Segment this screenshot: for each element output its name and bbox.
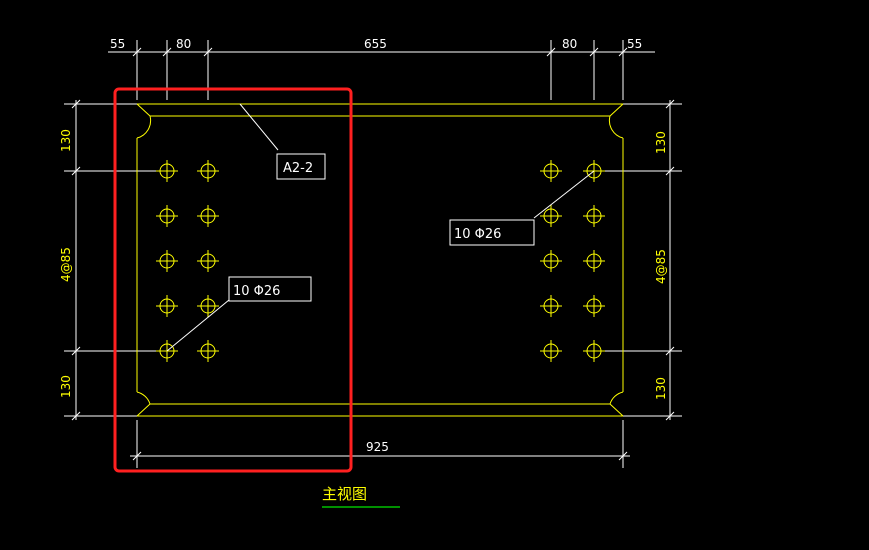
bolt-hole[interactable] bbox=[156, 295, 178, 317]
label-section-text: A2-2 bbox=[283, 161, 313, 176]
dim-bottom-total: 925 bbox=[366, 440, 389, 454]
bolt-hole[interactable] bbox=[197, 340, 219, 362]
label-bolt-right-box[interactable]: 10 Φ26 bbox=[449, 219, 535, 246]
bolt-hole[interactable] bbox=[197, 250, 219, 272]
label-bolt-right-text: 10 Φ26 bbox=[454, 227, 501, 242]
bolt-hole[interactable] bbox=[540, 340, 562, 362]
bolt-hole[interactable] bbox=[540, 250, 562, 272]
dim-left-bottom: 130 bbox=[59, 375, 73, 398]
bolt-hole[interactable] bbox=[540, 295, 562, 317]
dim-left-top: 130 bbox=[59, 129, 73, 152]
dim-right-top: 130 bbox=[654, 131, 668, 154]
bolt-hole[interactable] bbox=[583, 250, 605, 272]
dim-top-right-spacing: 80 bbox=[562, 37, 577, 51]
left-dimension-chain bbox=[64, 99, 170, 421]
bolt-hole[interactable] bbox=[540, 205, 562, 227]
dim-top-left-edge: 55 bbox=[110, 37, 125, 51]
bolt-hole-grid[interactable] bbox=[156, 160, 605, 362]
bolt-hole[interactable] bbox=[583, 295, 605, 317]
bolt-hole[interactable] bbox=[197, 295, 219, 317]
selection-highlight-box[interactable] bbox=[113, 87, 353, 473]
bolt-hole[interactable] bbox=[197, 205, 219, 227]
dim-right-middle: 4@85 bbox=[654, 249, 668, 284]
top-dimension-chain bbox=[108, 40, 655, 100]
bolt-hole[interactable] bbox=[197, 160, 219, 182]
plate-outline[interactable] bbox=[136, 103, 624, 417]
dim-top-right-edge: 55 bbox=[627, 37, 642, 51]
bolt-hole[interactable] bbox=[156, 160, 178, 182]
bolt-hole[interactable] bbox=[156, 205, 178, 227]
dim-left-middle: 4@85 bbox=[59, 247, 73, 282]
bolt-hole[interactable] bbox=[583, 340, 605, 362]
bolt-hole[interactable] bbox=[540, 160, 562, 182]
dim-top-left-spacing: 80 bbox=[176, 37, 191, 51]
bolt-hole[interactable] bbox=[156, 250, 178, 272]
leader-lines bbox=[166, 103, 595, 352]
right-dimension-chain bbox=[594, 99, 682, 421]
label-bolt-left-box[interactable]: 10 Φ26 bbox=[228, 276, 312, 302]
label-section-box[interactable]: A2-2 bbox=[276, 153, 326, 180]
view-title: 主视图 bbox=[322, 485, 367, 503]
label-bolt-left-text: 10 Φ26 bbox=[233, 284, 280, 299]
dim-right-bottom: 130 bbox=[654, 377, 668, 400]
bolt-hole[interactable] bbox=[583, 205, 605, 227]
bottom-dimension bbox=[130, 420, 630, 468]
dim-top-center: 655 bbox=[364, 37, 387, 51]
